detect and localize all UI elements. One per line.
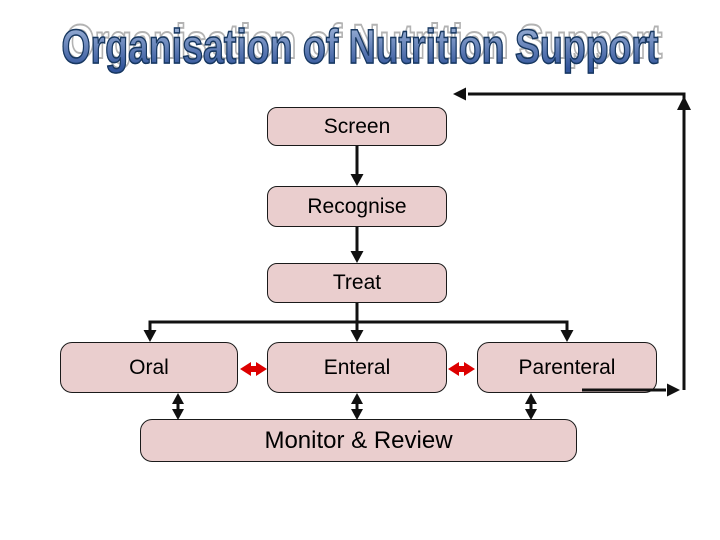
slide-title-text: Organisation of Nutrition Support xyxy=(61,20,659,75)
node-enteral-label: Enteral xyxy=(323,355,391,379)
node-treat-label: Treat xyxy=(332,271,382,294)
node-recognise-label: Recognise xyxy=(307,194,407,218)
connector-screen-recognise xyxy=(350,146,364,186)
connector-treat-branch xyxy=(143,320,574,342)
node-oral: Oral xyxy=(60,342,238,393)
node-enteral: Enteral xyxy=(267,342,447,393)
node-parenteral: Parenteral xyxy=(477,342,657,393)
node-oral-label: Oral xyxy=(129,355,169,379)
node-screen: Screen xyxy=(267,107,447,146)
connector-parenteral-monitor xyxy=(525,393,537,420)
node-monitor: Monitor & Review xyxy=(140,419,577,462)
node-parenteral-label: Parenteral xyxy=(518,355,616,379)
swap-arrow-oral-enteral xyxy=(240,362,267,376)
swap-arrow-enteral-parenteral xyxy=(448,362,475,376)
connector-oral-monitor xyxy=(172,393,184,420)
slide-title: Organisation of Nutrition Support Organi… xyxy=(0,0,720,90)
connector-treat-enteral xyxy=(350,303,364,342)
node-monitor-label: Monitor & Review xyxy=(264,426,453,454)
connector-enteral-monitor xyxy=(351,393,363,420)
node-screen-label: Screen xyxy=(323,114,391,138)
node-recognise: Recognise xyxy=(267,186,447,227)
node-treat: Treat xyxy=(267,263,447,303)
connector-recognise-treat xyxy=(350,227,364,263)
slide-title-shadow: Organisation of Nutrition Support xyxy=(65,15,663,70)
